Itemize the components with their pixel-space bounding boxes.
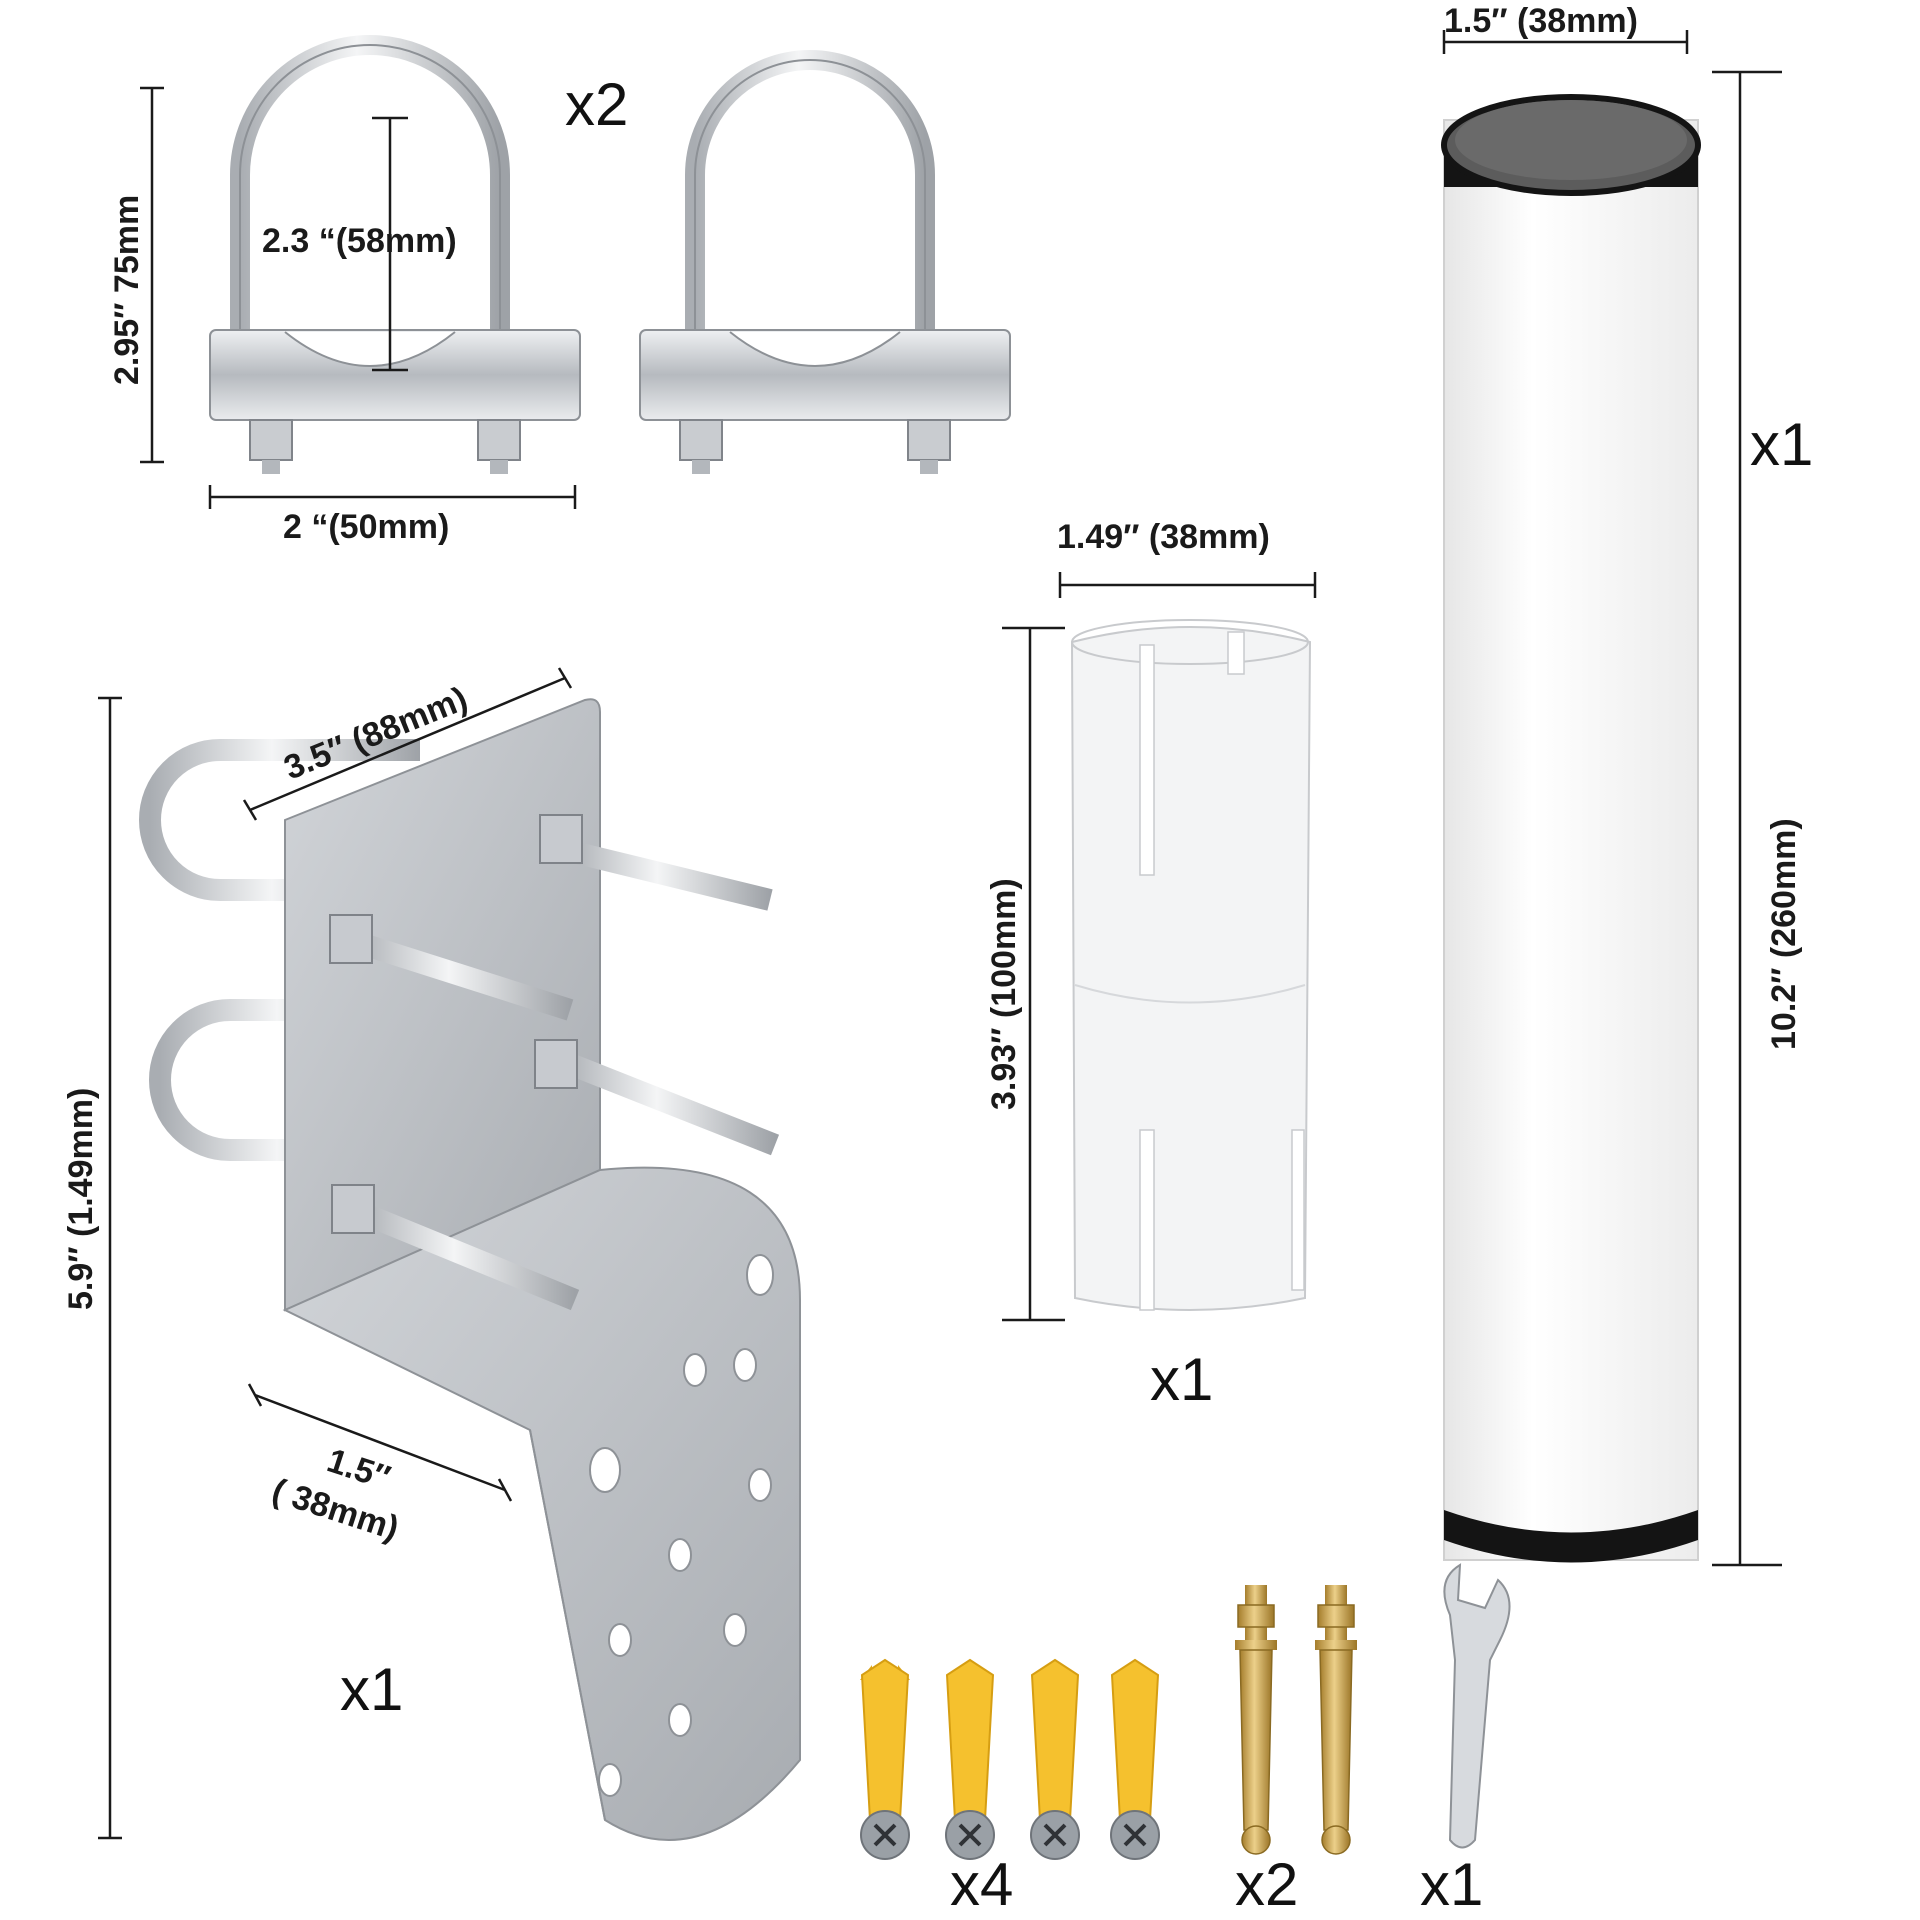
pole-height-label: 10.2″ (260mm) bbox=[1765, 818, 1803, 1050]
mounting-bracket-icon bbox=[139, 698, 801, 1841]
pole-qty-label: x1 bbox=[1750, 411, 1813, 478]
expansion-bolt-qty-label: x2 bbox=[1235, 1851, 1298, 1918]
sleeve-width-label: 1.49″ (38mm) bbox=[1057, 518, 1270, 556]
wrench-icon bbox=[1443, 1563, 1511, 1849]
bracket-qty-label: x1 bbox=[340, 1656, 403, 1723]
sleeve-qty-label: x1 bbox=[1150, 1346, 1213, 1413]
bracket-dimension-lines bbox=[98, 667, 573, 1840]
pole-width-label: 1.5″ (38mm) bbox=[1444, 2, 1638, 40]
ubolt-width-label: 2 “(50mm) bbox=[283, 508, 449, 546]
wall-plug-qty-label: x4 bbox=[950, 1851, 1013, 1918]
sleeve-height-label: 3.93″ (100mm) bbox=[985, 878, 1023, 1110]
sleeve-icon bbox=[1070, 619, 1312, 1311]
ubolt-height-label: 2.95″ 75mm bbox=[108, 195, 146, 385]
bracket-height-label: 5.9″ (1.49mm) bbox=[62, 1088, 100, 1310]
pole-icon bbox=[1441, 94, 1701, 1563]
ubolt-dimension-lines bbox=[140, 86, 577, 509]
ubolt-inner-label: 2.3 “(58mm) bbox=[262, 222, 457, 260]
pole-dimension-lines bbox=[1442, 30, 1782, 1567]
ubolt-qty-label: x2 bbox=[565, 71, 628, 138]
sleeve-dimension-lines bbox=[1002, 572, 1317, 1322]
wall-plug-icon bbox=[860, 1658, 1160, 1860]
u-bolt-clamp-icon bbox=[209, 35, 1011, 474]
expansion-bolt-icon bbox=[1235, 1585, 1357, 1855]
wrench-qty-label: x1 bbox=[1420, 1851, 1483, 1918]
